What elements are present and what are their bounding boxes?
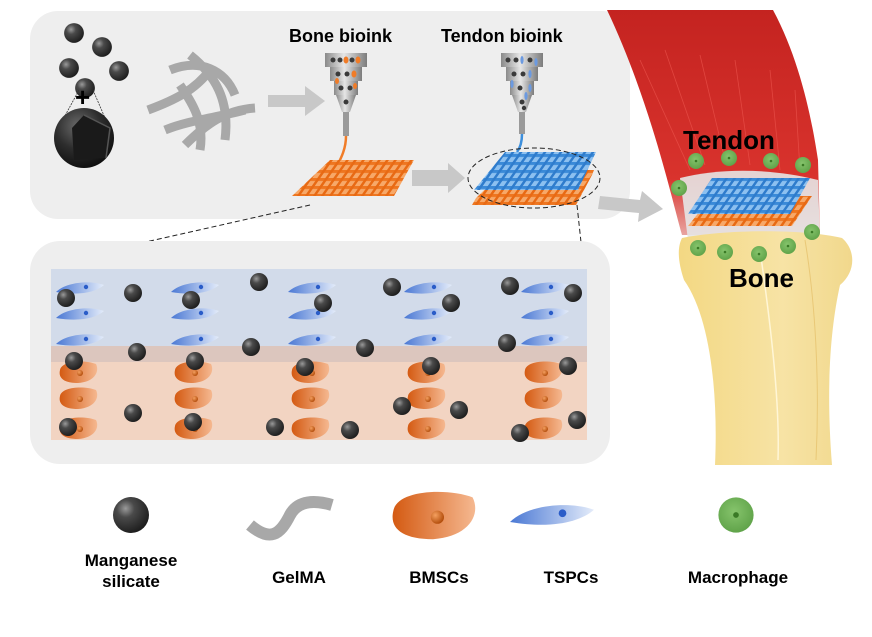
tendon-label: Tendon [683, 125, 775, 155]
arrow-right-icon [412, 163, 465, 193]
manganese-silicate-particle [356, 339, 374, 357]
tendon-bone-anatomy [607, 10, 853, 465]
legend-label-bmscs: BMSCs [409, 568, 469, 587]
bilayer-scaffold [472, 152, 596, 205]
gray-curve-icon [246, 496, 334, 541]
manganese-silicate-particle [498, 334, 516, 352]
manganese-silicate-particle [564, 284, 582, 302]
manganese-silicate-particle [422, 357, 440, 375]
manganese-silicate-particle [511, 424, 529, 442]
legend-label-gelma: GelMA [272, 568, 326, 587]
interface-layer [51, 346, 587, 362]
manganese-silicate-particle [186, 352, 204, 370]
bone-scaffold [292, 160, 414, 196]
manganese-silicate-particle [393, 397, 411, 415]
green-cell-icon [718, 497, 754, 533]
gelma-network-icon [146, 51, 256, 151]
bone-bioink-label: Bone bioink [289, 26, 392, 46]
legend-label-macrophage: Macrophage [687, 568, 789, 587]
manganese-silicate-particle [242, 338, 260, 356]
manganese-silicate-particle [383, 278, 401, 296]
manganese-silicate-particle [184, 413, 202, 431]
manganese-silicate-cross-section [54, 108, 114, 168]
manganese-silicate-particle [128, 343, 146, 361]
legend-line: Manganese [84, 551, 178, 570]
manganese-silicate-particle [57, 289, 75, 307]
orange-cell-icon [392, 491, 476, 540]
tendon-bioink-nozzle-icon [501, 53, 543, 134]
manganese-silicate-particle [296, 358, 314, 376]
legend-label-manganese-silicate: Manganese silicate [85, 550, 178, 592]
manganese-silicate-particle [341, 421, 359, 439]
tendon-bioink-label: Tendon bioink [441, 26, 563, 46]
manganese-silicate-particle [314, 294, 332, 312]
manganese-silicate-particle [559, 357, 577, 375]
manganese-silicate-particle [266, 418, 284, 436]
arrow-right-icon [268, 86, 325, 116]
arrow-right-icon [598, 191, 663, 222]
implanted-scaffold [688, 178, 812, 226]
manganese-silicate-particle [450, 401, 468, 419]
manganese-silicate-particle [59, 418, 77, 436]
dark-sphere-icon [113, 497, 149, 533]
manganese-silicate-particle [124, 284, 142, 302]
scaffold-detail-panel [30, 241, 610, 464]
bone [678, 231, 853, 465]
manganese-silicate-particle [65, 352, 83, 370]
manganese-silicate-particle [182, 291, 200, 309]
bone-label: Bone [729, 263, 794, 293]
manganese-silicate-particle [442, 294, 460, 312]
legend-label-tspcs: TSPCs [543, 568, 599, 587]
manganese-silicate-particle [568, 411, 586, 429]
manganese-silicate-particle [501, 277, 519, 295]
legend-line: silicate [102, 572, 160, 591]
plus-sign: + [75, 82, 91, 112]
bone-bioink-nozzle-icon [325, 53, 367, 136]
zoom-ellipse [467, 147, 601, 209]
manganese-silicate-particle [124, 404, 142, 422]
blue-spindle-cell-icon [510, 505, 594, 525]
legend [113, 491, 754, 541]
fabrication-panel [30, 11, 630, 219]
manganese-silicate-particle [250, 273, 268, 291]
